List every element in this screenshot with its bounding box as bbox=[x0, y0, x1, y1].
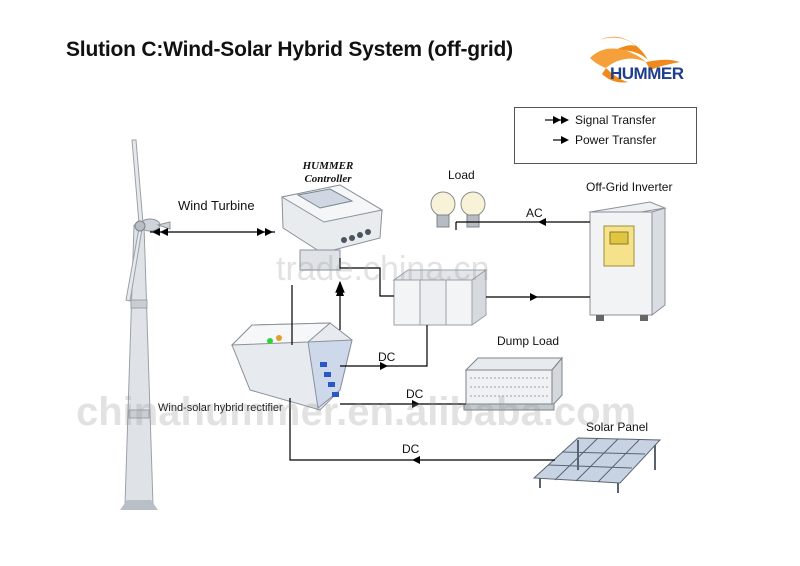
dc-rectifier-battery-arrow bbox=[340, 325, 428, 370]
controller-label: HUMMER Controller bbox=[300, 160, 356, 186]
legend-power-label: Power Transfer bbox=[575, 133, 657, 147]
solar-panel-label: Solar Panel bbox=[586, 420, 649, 434]
hybrid-rectifier-icon bbox=[230, 322, 353, 411]
dc-label-batteries: DC bbox=[378, 350, 396, 364]
diagram-title: Slution C:Wind-Solar Hybrid System (off-… bbox=[66, 38, 513, 61]
load-label: Load bbox=[448, 168, 475, 182]
watermark-center: trade.china.cn bbox=[276, 250, 490, 288]
signal-line-turbine-controller bbox=[150, 228, 275, 236]
hummingbird-logo-icon bbox=[590, 36, 680, 83]
controller-battery-link bbox=[339, 258, 394, 297]
controller-label-line2: Controller bbox=[304, 173, 352, 185]
inverter-label: Off-Grid Inverter bbox=[586, 180, 673, 194]
legend-arrows bbox=[545, 116, 569, 144]
dc-label-dump: DC bbox=[406, 387, 424, 401]
dc-dump-arrow bbox=[340, 400, 466, 408]
dump-load-icon bbox=[463, 356, 564, 411]
legend-box: Signal Transfer Power Transfer bbox=[514, 107, 697, 164]
controller-label-line1: HUMMER bbox=[302, 160, 354, 172]
watermark-bottom: chinahummer.en.alibaba.com bbox=[76, 390, 637, 434]
rectifier-label: Wind-solar hybrid rectifier bbox=[158, 402, 283, 414]
solar-panel-icon bbox=[532, 437, 662, 493]
battery-bank-icon bbox=[392, 269, 488, 326]
wind-turbine-label: Wind Turbine bbox=[178, 198, 255, 213]
wind-turbine-icon bbox=[120, 139, 171, 510]
battery-to-inverter-arrow bbox=[486, 293, 590, 301]
dump-load-label: Dump Load bbox=[497, 334, 560, 348]
legend-signal-label: Signal Transfer bbox=[575, 113, 656, 127]
off-grid-inverter-icon bbox=[588, 201, 667, 321]
load-bulbs-icon bbox=[430, 191, 486, 228]
controller-device-icon bbox=[280, 184, 384, 271]
dc-label-solar: DC bbox=[402, 442, 420, 456]
ac-label: AC bbox=[526, 206, 543, 220]
ac-flow-arrow bbox=[455, 218, 590, 230]
dc-solar-arrow bbox=[289, 398, 555, 464]
brand-name: HUMMER bbox=[610, 64, 684, 83]
